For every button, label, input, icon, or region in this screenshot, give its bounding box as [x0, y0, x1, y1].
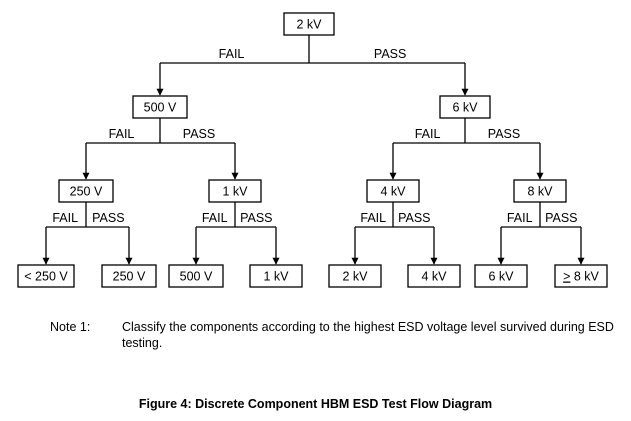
node-box-l2d — [513, 179, 567, 203]
node-r2: 250 V — [101, 264, 157, 288]
edges-layer: FAIL PASS FAIL PASS FAIL PASS FAIL PASS FAIL PASS… — [42, 35, 585, 265]
node-r1: < 250 V — [17, 264, 75, 288]
node-label-r2: 250 V — [113, 270, 146, 284]
node-box-r4 — [249, 264, 303, 288]
node-box-root — [283, 12, 335, 36]
esd-test-flow-diagram: FAIL PASS FAIL PASS FAIL PASS FAIL PASS FAIL PASS… — [17, 12, 608, 288]
node-r4: 1 kV — [249, 264, 303, 288]
node-label-l1a: 500 V — [144, 101, 177, 115]
node-root: 2 kV — [283, 12, 335, 36]
edge-label-pass-r8: PASS — [545, 211, 577, 225]
edge-label-pass-l1b: PASS — [374, 47, 406, 61]
node-l2a: 250 V — [58, 179, 114, 203]
node-label-r3: 500 V — [180, 270, 213, 284]
edge-label-fail-l2c: FAIL — [415, 127, 441, 141]
node-l2d: 8 kV — [513, 179, 567, 203]
node-l1b: 6 kV — [439, 95, 491, 119]
note-text: Classify the components according to the… — [122, 320, 614, 350]
edge-label-fail-r3: FAIL — [202, 211, 228, 225]
edge-label-pass-r2: PASS — [92, 211, 124, 225]
edge-label-fail-r5: FAIL — [360, 211, 386, 225]
node-label-r4: 1 kV — [263, 270, 289, 284]
node-box-l1a — [132, 95, 188, 119]
node-box-r2 — [101, 264, 157, 288]
node-label-l1b: 6 kV — [452, 101, 478, 115]
node-box-r6 — [407, 264, 461, 288]
edge-label-pass-r6: PASS — [398, 211, 430, 225]
edge-label-fail-r7: FAIL — [507, 211, 533, 225]
node-r3: 500 V — [168, 264, 224, 288]
node-r5: 2 kV — [328, 264, 382, 288]
edge-label-pass-r4: PASS — [240, 211, 272, 225]
node-label-r1: < 250 V — [24, 270, 68, 284]
node-box-r3 — [168, 264, 224, 288]
node-l1a: 500 V — [132, 95, 188, 119]
edge-label-fail-l2a: FAIL — [109, 127, 135, 141]
node-box-r5 — [328, 264, 382, 288]
note-label: Note 1: — [50, 320, 91, 334]
edge-label-pass-l2b: PASS — [183, 127, 215, 141]
node-r6: 4 kV — [407, 264, 461, 288]
edge-label-fail-r1: FAIL — [52, 211, 78, 225]
node-label-l2d: 8 kV — [527, 185, 553, 199]
node-label-l2a: 250 V — [70, 185, 103, 199]
node-l2c: 4 kV — [366, 179, 420, 203]
node-box-l2b — [208, 179, 262, 203]
edge-label-pass-l2d: PASS — [488, 127, 520, 141]
edge-label-fail-l1a: FAIL — [219, 47, 245, 61]
node-r7: 6 kV — [474, 264, 528, 288]
node-label-r6: 4 kV — [421, 270, 447, 284]
node-label-r7: 6 kV — [488, 270, 514, 284]
node-box-l2c — [366, 179, 420, 203]
node-label-r5: 2 kV — [342, 270, 368, 284]
node-box-l2a — [58, 179, 114, 203]
node-r8: > 8 kV — [554, 264, 608, 288]
node-label-l2c: 4 kV — [380, 185, 406, 199]
node-label-r8: > 8 kV — [563, 270, 599, 284]
node-box-r7 — [474, 264, 528, 288]
figure-caption: Figure 4: Discrete Component HBM ESD Tes… — [138, 397, 493, 411]
node-box-r8 — [554, 264, 608, 288]
node-l2b: 1 kV — [208, 179, 262, 203]
node-box-l1b — [439, 95, 491, 119]
node-label-l2b: 1 kV — [222, 185, 248, 199]
nodes-layer: 2 kV 500 V 6 kV 250 V 1 kV 4 kV 8 kV < 250 V 250… — [17, 12, 608, 288]
node-box-r1 — [17, 264, 75, 288]
node-label-root: 2 kV — [296, 18, 322, 32]
